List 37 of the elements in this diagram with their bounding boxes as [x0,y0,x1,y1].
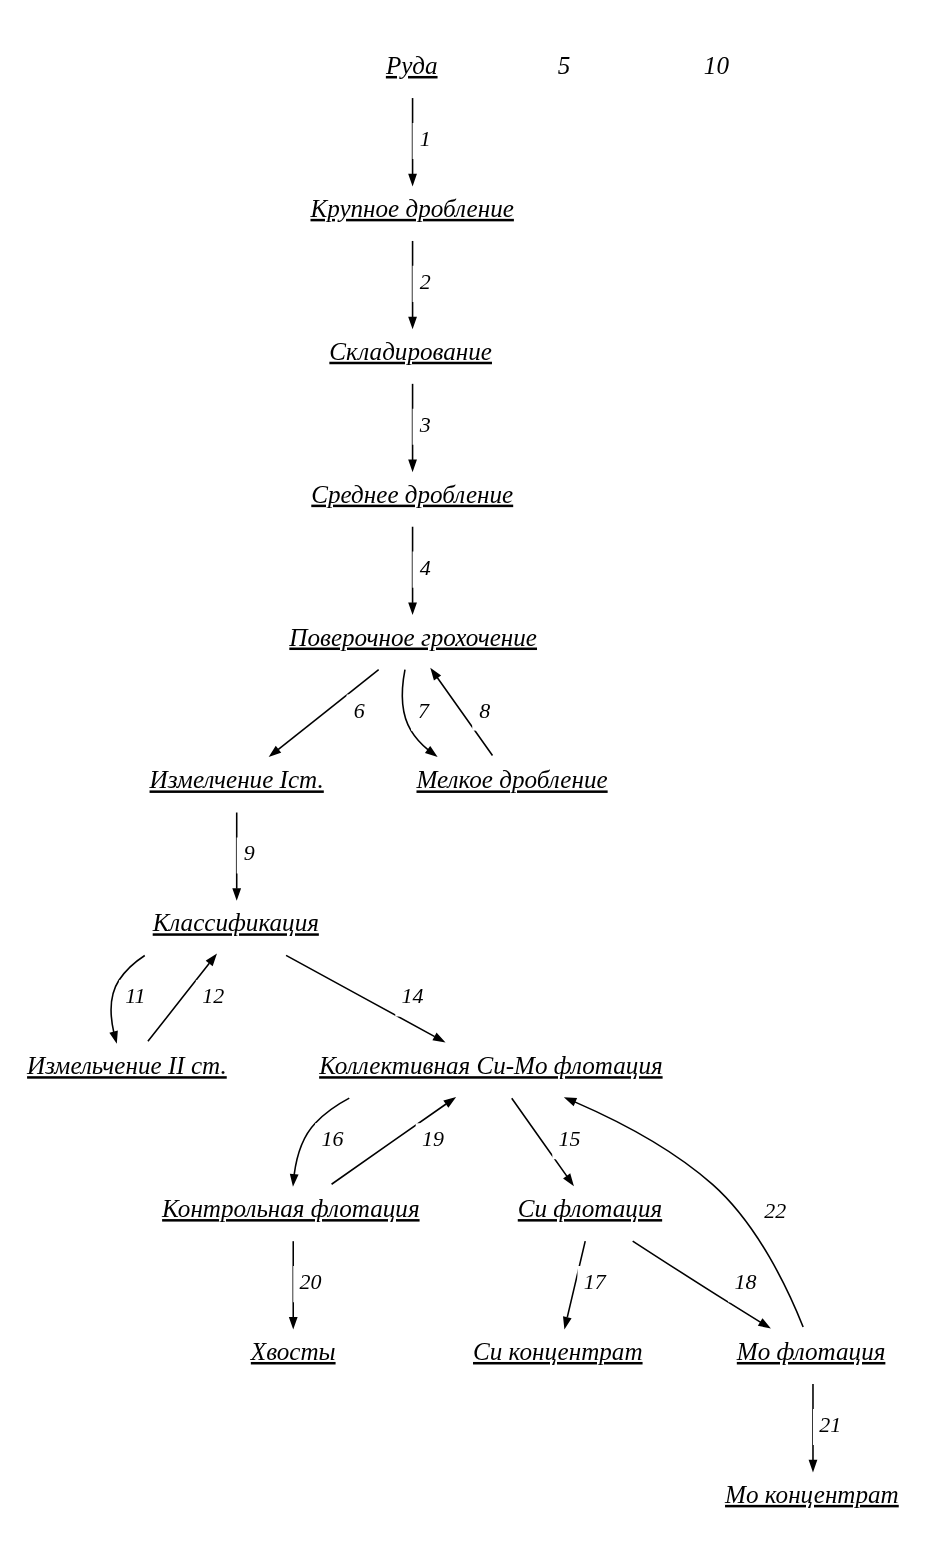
node-text: Крупное дробление [310,194,514,222]
edge-label: 22 [764,1197,787,1223]
label: 5 [557,51,571,79]
node-text: Контрольная флотация [162,1194,420,1222]
node-text: Mo концентрат [725,1480,899,1508]
edge-label: 12 [202,982,225,1008]
edge-label: 9 [243,839,255,865]
edge-label: 16 [321,1125,344,1151]
node-text: Cu флотация [517,1194,663,1222]
edge-label: 19 [422,1125,444,1151]
node-text: Коллективная Cu-Mo флотация [319,1051,663,1079]
node-text: Классификация [152,908,319,936]
edge-label: 21 [819,1411,842,1437]
edge-label: 7 [418,697,430,723]
node-text: Хвосты [250,1337,336,1365]
node-text: Cu концентрат [473,1337,643,1365]
edge-label: 14 [401,982,424,1008]
node-text: Mo флотация [736,1337,886,1365]
node-text: Поверочное грохочение [289,623,538,651]
edge-label: 17 [583,1268,606,1294]
edge-label: 6 [353,697,365,723]
edge-label: 2 [419,268,431,294]
node-text: Среднее дробление [311,480,514,508]
edge-label: 8 [479,697,491,723]
edge-label: 3 [419,411,431,437]
label: 10 [703,51,729,79]
edge-label: 4 [419,554,431,580]
node-text: Измелчение Iст. [149,765,324,793]
edge-label: 1 [419,125,431,151]
node-text: Измельчение II ст. [27,1051,227,1079]
edge-label: 11 [125,982,146,1008]
edge-label: 15 [558,1125,581,1151]
node-text: Складирование [329,337,492,365]
node-text: Мелкое дробление [416,765,608,793]
node-text: Руда [385,51,438,79]
edge-label: 18 [734,1268,757,1294]
edge-label: 20 [299,1268,322,1294]
